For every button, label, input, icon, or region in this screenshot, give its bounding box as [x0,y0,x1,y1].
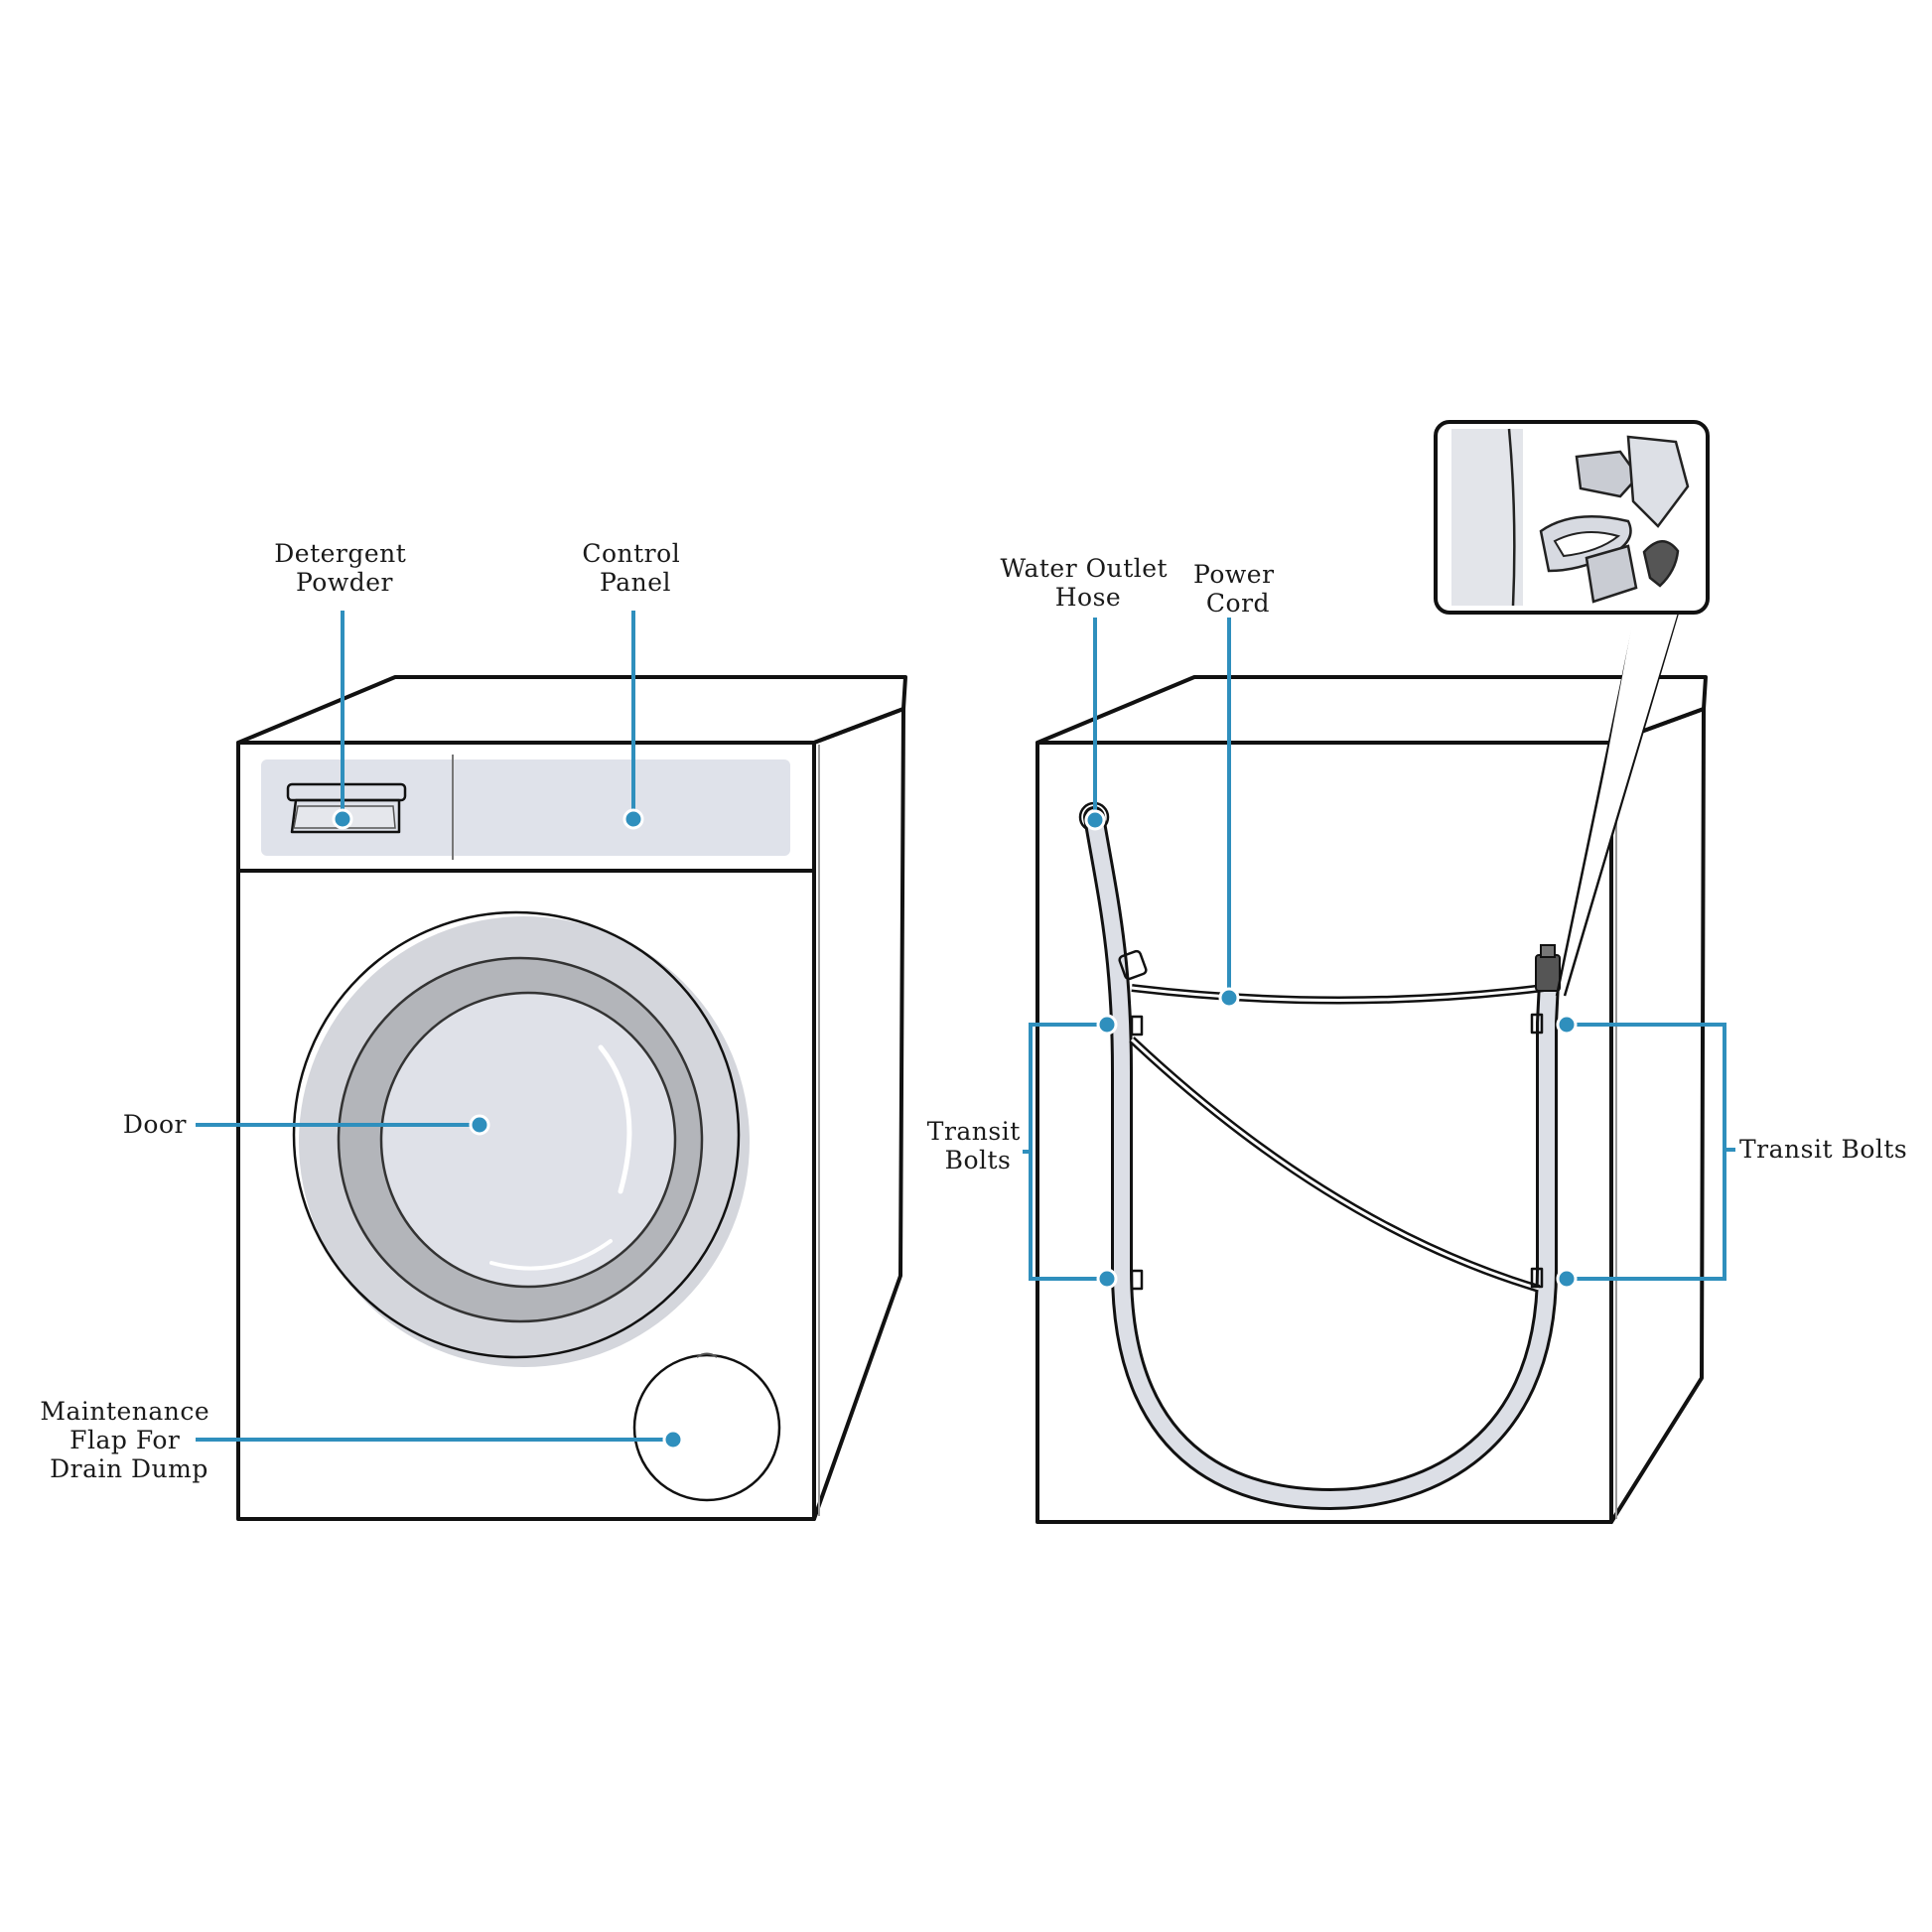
label-detergent-powder: Detergent Powder [274,539,415,597]
transit-bolt-marker-right-bottom [1556,1268,1578,1290]
leaders [196,611,1735,1450]
transit-bolt-marker-left-top [1096,1014,1118,1035]
label-maintenance-flap: Maintenance Flap For Drain Dump [40,1397,217,1483]
back-machine-side [1609,707,1706,1524]
front-machine [236,675,907,1521]
label-transit-bolts-right: Transit Bolts [1739,1135,1907,1164]
label-water-outlet-hose: Water Outlet Hose [1000,554,1175,612]
label-door: Door [123,1110,187,1139]
front-machine-side [812,707,905,1521]
transit-bolt-marker-left-bottom [1096,1268,1118,1290]
transit-bolt-clips [1130,1013,1544,1291]
front-machine-top [236,675,907,745]
label-transit-bolts-left: Transit Bolts [927,1117,1029,1174]
control-panel-marker [622,808,644,830]
label-power-cord: Power Cord [1193,560,1283,618]
back-machine [1035,675,1708,1524]
back-machine-rear [1035,741,1613,1524]
inset-detail [1434,420,1710,997]
hose-clip-detail-icon [1539,435,1690,604]
front-machine-front [236,741,816,1521]
water-outlet-hose [1083,806,1560,1510]
door [292,910,750,1367]
power-cord-marker [1218,987,1240,1009]
labels: Detergent Powder Control Panel Door Main… [40,539,1907,1483]
transit-bolt-marker-right-top [1556,1014,1578,1035]
inset-frame [1434,420,1710,615]
back-machine-top [1035,675,1708,745]
label-control-panel: Control Panel [582,539,688,597]
water-outlet-hose-marker [1084,809,1106,831]
power-cord [1118,944,1561,1293]
detergent-powder-marker [332,808,353,830]
maintenance-flap [632,1352,781,1502]
door-marker [469,1114,490,1136]
maintenance-flap-marker [662,1429,684,1450]
